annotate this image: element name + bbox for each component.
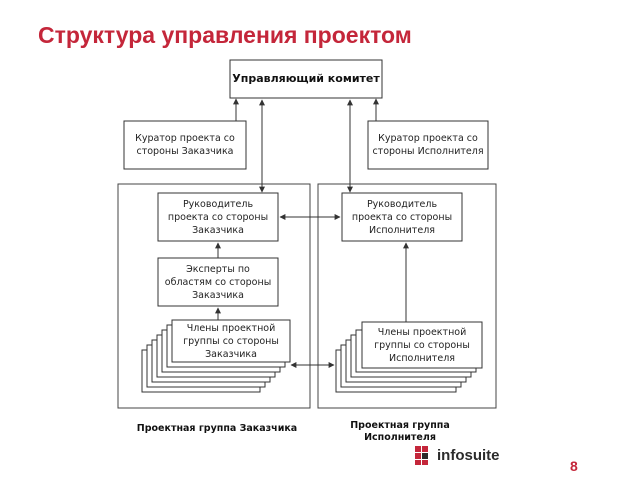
team-customer-box: Члены проектной группы со стороны Заказч… — [183, 322, 279, 360]
curator-contractor-box: Куратор проекта со стороны Исполнителя — [372, 133, 484, 157]
curator-contractor-frame — [367, 120, 489, 170]
manager-contractor-box: Руководитель проекта со стороны Исполнит… — [351, 198, 453, 236]
curator-customer-box: Куратор проекта со стороны Заказчика — [135, 133, 235, 157]
manager-customer-box: Руководитель проекта со стороны Заказчик… — [167, 198, 269, 236]
experts-customer-box: Эксперты по областям со стороны Заказчик… — [164, 263, 272, 301]
team-customer-frame — [171, 319, 291, 363]
page-number: 8 — [570, 458, 578, 474]
infosuite-logo-icon — [415, 446, 428, 465]
manager-customer-frame — [157, 192, 279, 242]
steering-committee-frame — [229, 59, 383, 99]
experts-customer-frame — [157, 257, 279, 307]
customer-group-label: Проектная группа Заказчика — [136, 423, 298, 434]
logo-text: infosuite — [437, 446, 500, 464]
team-contractor-frame — [361, 321, 483, 369]
steering-committee-box: Управляющий комитет — [232, 72, 380, 85]
infosuite-logo: infosuite — [414, 444, 500, 466]
manager-contractor-frame — [341, 192, 463, 242]
team-contractor-box: Члены проектной группы со стороны Исполн… — [374, 326, 470, 364]
contractor-group-label: Проектная группа Исполнителя — [350, 420, 450, 443]
curator-customer-frame — [123, 120, 247, 170]
slide-title: Структура управления проектом — [38, 22, 412, 48]
